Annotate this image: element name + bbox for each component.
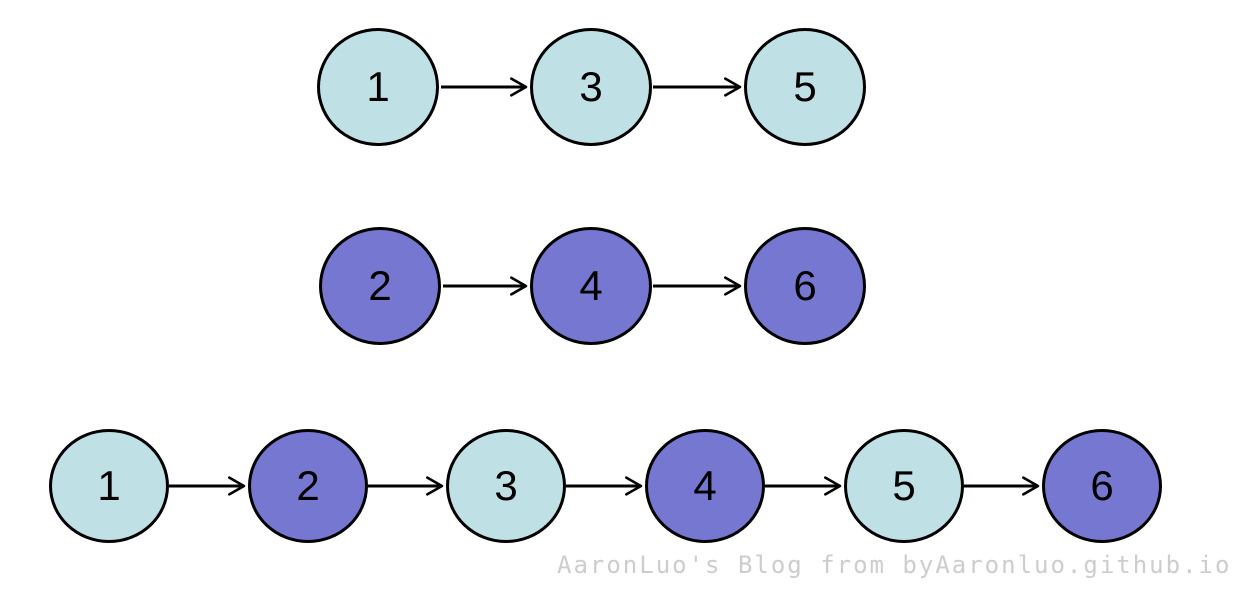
linked-list-node: 6 xyxy=(1042,429,1162,543)
linked-list-node: 1 xyxy=(49,429,169,543)
node-value: 2 xyxy=(296,462,320,509)
node-value: 5 xyxy=(793,63,817,110)
linked-list-node: 4 xyxy=(645,429,765,543)
node-value: 1 xyxy=(366,63,390,110)
linked-list-node: 4 xyxy=(530,227,652,345)
linked-list-node: 3 xyxy=(530,28,652,146)
node-value: 6 xyxy=(1090,462,1114,509)
node-value: 3 xyxy=(579,63,603,110)
linked-list-node: 2 xyxy=(319,227,441,345)
node-value: 2 xyxy=(368,262,392,309)
node-value: 6 xyxy=(793,262,817,309)
watermark: AaronLuo's Blog from byAaronluo.github.i… xyxy=(557,551,1232,579)
linked-list-node: 2 xyxy=(248,429,368,543)
linked-list-node: 3 xyxy=(446,429,566,543)
node-value: 4 xyxy=(579,262,603,309)
linked-list-node: 5 xyxy=(744,28,866,146)
linked-list-node: 5 xyxy=(844,429,964,543)
node-value: 3 xyxy=(494,462,518,509)
linked-list-node: 1 xyxy=(317,28,439,146)
linked-list-node: 6 xyxy=(744,227,866,345)
node-value: 4 xyxy=(693,462,717,509)
node-value: 5 xyxy=(892,462,916,509)
node-value: 1 xyxy=(97,462,121,509)
